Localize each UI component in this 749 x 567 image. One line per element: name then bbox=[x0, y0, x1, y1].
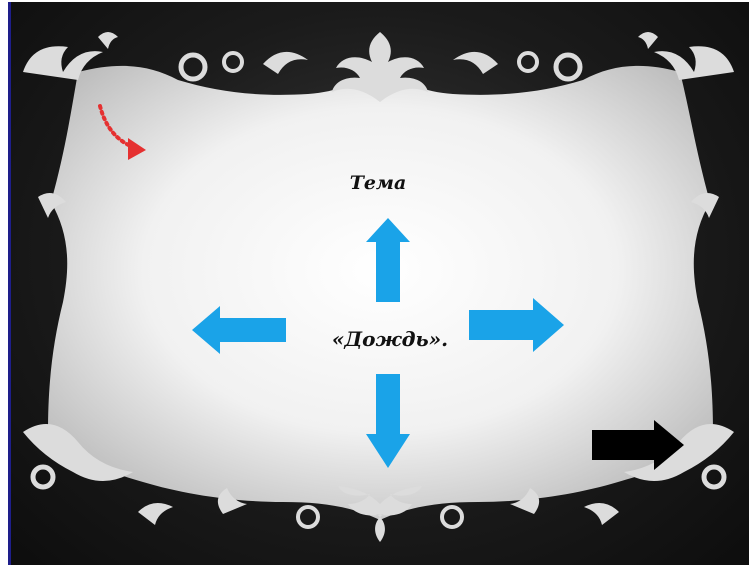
center-topic-word: «Дождь». bbox=[290, 327, 490, 351]
presentation-slide: Тема «Дождь». bbox=[8, 2, 749, 565]
slide-title: Тема bbox=[308, 172, 448, 194]
ornamental-frame bbox=[8, 2, 749, 565]
